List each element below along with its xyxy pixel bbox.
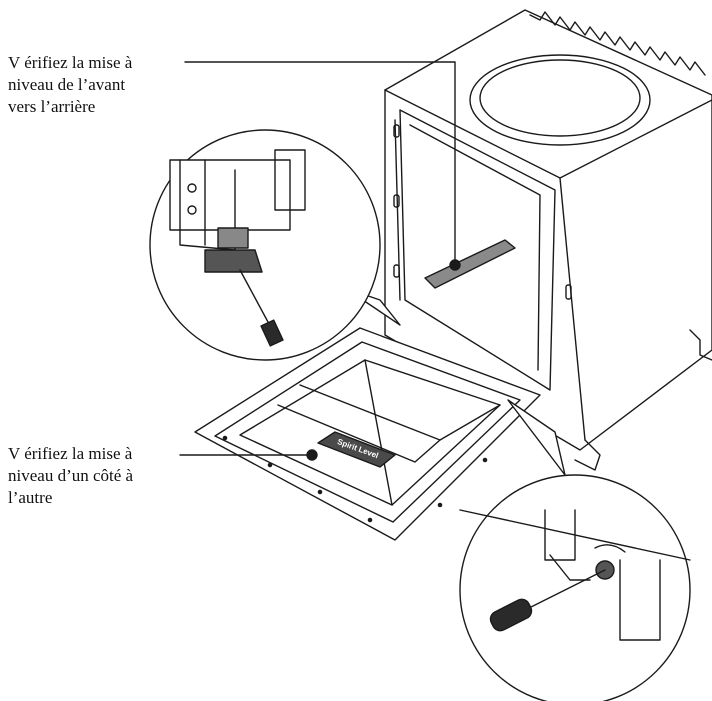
spirit-level-label: Spirit Level xyxy=(336,437,380,460)
callout-front-to-back-line-2: niveau de l’avant xyxy=(8,75,126,94)
dishwasher-body xyxy=(384,9,712,471)
callout-side-to-side-line-3: l’autre xyxy=(8,488,53,507)
callout-leaders xyxy=(179,61,456,456)
open-door xyxy=(194,327,541,541)
front-leg-detail-magnifier xyxy=(149,129,401,361)
callout-side-to-side: V érifiez la mise à niveau d’un côté à l… xyxy=(8,443,133,509)
callout-front-to-back-line-3: vers l’arrière xyxy=(8,97,96,116)
rear-leg-detail-magnifier xyxy=(459,399,691,701)
callout-front-to-back-line-1: V érifiez la mise à xyxy=(8,53,133,72)
callout-side-to-side-line-2: niveau d’un côté à xyxy=(8,466,134,485)
callout-side-to-side-line-1: V érifiez la mise à xyxy=(8,444,133,463)
callout-front-to-back: V érifiez la mise à niveau de l’avant ve… xyxy=(8,52,132,118)
